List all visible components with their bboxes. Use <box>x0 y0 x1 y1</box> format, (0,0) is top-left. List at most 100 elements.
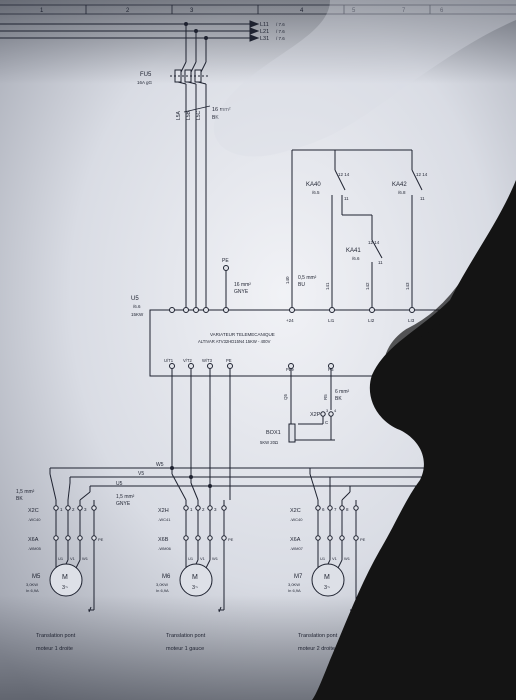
fuse-rating: 16A gG <box>137 80 153 85</box>
motor-0-cable1: -WC40 <box>28 517 41 522</box>
cable-05-size: 0,5 mm² <box>298 275 317 281</box>
brake-pin-c: C <box>325 420 329 425</box>
motor-cable-pe-color: GNYE <box>116 501 131 507</box>
brake-pin-4: 4 <box>334 408 337 413</box>
pe-terminal-top <box>223 265 229 300</box>
motor-1-lead-2: W1 <box>212 556 219 561</box>
motor-2-lead-2: W1 <box>344 556 351 561</box>
motor-1-pin-0: 1 <box>190 507 193 512</box>
drive-out-pe: PE <box>226 358 232 363</box>
wire-l5a: L5A <box>176 110 182 120</box>
motor-1-pe: PE <box>228 537 234 542</box>
relay-ka41-ref: /6.6 <box>352 256 360 261</box>
relay-ka40-ref: /6.5 <box>312 190 320 195</box>
relay-ka42-contacts: 12 14 <box>416 172 428 177</box>
drive-out-u: U/T1 <box>164 358 174 363</box>
motor-2-pin-0: 6 <box>322 507 325 512</box>
drive-out-v: V/T2 <box>183 358 193 363</box>
motor-0-caption-2: moteur 1 droite <box>36 646 73 652</box>
motor-2-caption-2: moteur 2 droite <box>298 646 335 652</box>
drive-out-w: W/T3 <box>202 358 213 363</box>
motor-0-lead-0: U1 <box>58 556 64 561</box>
wire-141: 141 <box>325 282 330 290</box>
drive-term-24: +24 <box>286 318 294 323</box>
motor-0-term1: X2C <box>28 508 39 514</box>
bus-u5: U5 <box>116 481 123 487</box>
motor-0-pin-0: 1 <box>60 507 63 512</box>
cable-pe-size: 16 mm² <box>234 282 251 288</box>
motor-2-amps: In 6,9A <box>288 588 301 593</box>
bus-w5: W5 <box>156 462 164 468</box>
motor-2-lead-0: U1 <box>320 556 326 561</box>
drive-tag: U5 <box>131 296 139 302</box>
drive-out-pbe: PBe <box>286 367 295 372</box>
relay-ka40-tag: KA40 <box>306 182 321 188</box>
frame-header <box>0 4 516 15</box>
motor-2-term2: X6A <box>290 537 301 543</box>
brake-circuit <box>288 369 335 443</box>
motor-0-term2: X6A <box>28 537 39 543</box>
motor-1-lead-0: U1 <box>188 556 194 561</box>
frame-col-1: 1 <box>40 8 44 14</box>
cable-pe-color: GNYE <box>234 289 249 295</box>
wire-143: 143 <box>405 282 410 290</box>
supply-l21: L21 <box>260 29 269 35</box>
supply-l11-ref: / 7.6 <box>276 22 285 27</box>
motor-1-pin-2: 3 <box>214 507 217 512</box>
frame-col-6: 6 <box>440 8 444 14</box>
motor-1-lead-1: V1 <box>200 556 206 561</box>
fuse-fu5 <box>170 61 208 300</box>
motor-2-caption-1: Translation pont <box>298 633 338 639</box>
motor-1-pin-1: 2 <box>202 507 205 512</box>
motor-1-caption-1: Translation pont <box>166 633 206 639</box>
frame-col-4: 4 <box>300 8 304 14</box>
motor-0-kw: 3,0KW <box>26 582 38 587</box>
drive-desc-1: VARIATEUR TELEMECANIQUE <box>210 332 275 337</box>
motor-0-pe: PE <box>98 537 104 542</box>
motor-buses <box>50 369 470 500</box>
motor-2-kw: 3,0KW <box>288 582 300 587</box>
supply-l31: L31 <box>260 36 269 42</box>
drive-term-li2: LI2 <box>368 318 375 323</box>
motor-cable-size-2: 1,5 mm² <box>116 494 135 500</box>
relay-ka42-pin: 11 <box>420 196 425 201</box>
motor-0-cable2: -WM05 <box>28 546 42 551</box>
hand-shadow <box>213 0 516 700</box>
brake-terminal-tag: X2P <box>310 412 321 418</box>
brake-wire-r5: R5 <box>323 394 328 400</box>
motor-0-tag: M5 <box>32 574 41 580</box>
motor-1-cable2: -WM06 <box>158 546 172 551</box>
motor-0-amps: In 6,9A <box>26 588 39 593</box>
frame-col-7: 7 <box>402 8 406 14</box>
brake-wire-q5: Q5 <box>283 393 288 400</box>
relay-ka40-contacts: 12 14 <box>338 172 350 177</box>
motor-0-caption-1: Translation pont <box>36 633 76 639</box>
supply-l11: L11 <box>260 22 269 28</box>
motor-1-kw: 3,0KW <box>156 582 168 587</box>
motor-0-phase: 3~ <box>62 585 68 591</box>
motor-2-pin-1: 7 <box>334 507 337 512</box>
relay-ka41-pin: 11 <box>378 260 383 265</box>
cable-16-color: BK <box>212 115 219 121</box>
motor-2-term1: X2C <box>290 508 301 514</box>
motor-2-pe: PE <box>360 537 366 542</box>
motor-2-phase: 3~ <box>324 585 330 591</box>
motor-2-lead-1: V1 <box>332 556 338 561</box>
cable-16-size: 16 mm² <box>212 107 231 113</box>
brake-cable-color: BK <box>335 396 342 402</box>
brake-pin-3: 3 <box>326 408 329 413</box>
relay-ka42-tag: KA42 <box>392 182 407 188</box>
drive-desc-2: ALTIVAR ATV32HD15N4 15KW - 400V <box>198 339 271 344</box>
wire-140: 140 <box>285 276 290 284</box>
supply-l21-ref: / 7.6 <box>276 29 285 34</box>
motor-0-lead-1: V1 <box>70 556 76 561</box>
drive-power: 15KW <box>131 312 144 317</box>
motor-1-tag: M6 <box>162 574 171 580</box>
fuse-tag: FU5 <box>140 72 152 78</box>
motor-0-pin-1: 2 <box>72 507 75 512</box>
